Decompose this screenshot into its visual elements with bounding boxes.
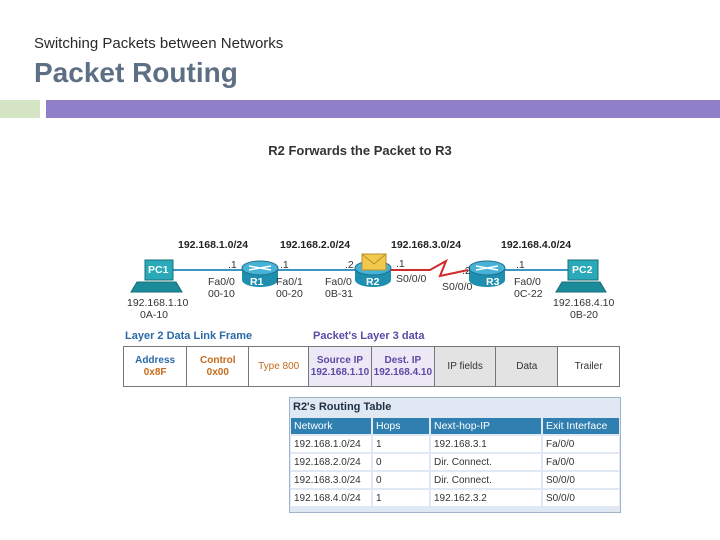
table-cell: 192.168.2.0/24 <box>291 454 371 470</box>
table-row: 192.168.3.0/24 0 Dir. Connect. S0/0/0 <box>291 472 619 488</box>
network-2-label: 192.168.2.0/24 <box>280 239 351 251</box>
router-r2-name: R2 <box>366 276 380 288</box>
table-cell: 0 <box>373 454 429 470</box>
frame-address-cell: Address 0x8F <box>122 346 188 387</box>
frame-address-value: 0x8F <box>143 366 167 378</box>
frame-source-cell: Source IP 192.168.1.10 <box>308 346 372 387</box>
table-cell: 192.168.3.1 <box>431 436 541 452</box>
table-row: 192.168.1.0/24 1 192.168.3.1 Fa/0/0 <box>291 436 619 452</box>
diagram-title: R2 Forwards the Packet to R3 <box>268 143 452 158</box>
pc2-icon <box>555 259 607 293</box>
table-cell: 0 <box>373 472 429 488</box>
frame-source-value: 192.168.1.10 <box>310 366 370 378</box>
table-cell: Dir. Connect. <box>431 454 541 470</box>
router-r1-icon <box>241 260 279 287</box>
pc2-mac: 0B-20 <box>570 309 599 321</box>
r2-left-mac: 0B-31 <box>325 288 354 300</box>
slide-title: Packet Routing <box>34 57 238 88</box>
r3-left-host: .2 <box>462 265 471 277</box>
column-header: Exit Interface <box>543 418 619 434</box>
frame-data-cell: Data <box>495 346 559 387</box>
table-cell: 1 <box>373 436 429 452</box>
router-r3-icon <box>468 260 506 287</box>
routing-table-header: Network Hops Next-hop-IP Exit Interface <box>291 418 619 434</box>
pc1-name: PC1 <box>148 264 169 276</box>
r3-right-host: .1 <box>516 259 525 271</box>
accent-bar-left <box>0 100 40 118</box>
router-r3-name: R3 <box>486 276 500 288</box>
table-cell: 192.168.1.0/24 <box>291 436 371 452</box>
frame-dest-label: Dest. IP <box>384 354 422 366</box>
table-cell: 1 <box>373 490 429 506</box>
slide-subtitle: Switching Packets between Networks <box>34 35 284 52</box>
r2-right-host: .1 <box>396 258 405 270</box>
r1-right-interface: Fa0/1 <box>276 276 303 288</box>
frame-ip-fields: IP fields <box>447 360 483 372</box>
routing-table-title: R2's Routing Table <box>293 401 392 413</box>
r3-right-mac: 0C-22 <box>514 288 543 300</box>
frame-address-label: Address <box>135 354 176 366</box>
column-header: Network <box>291 418 371 434</box>
network-3-label: 192.168.3.0/24 <box>391 239 462 251</box>
layer2-frame-label: Layer 2 Data Link Frame <box>125 330 253 342</box>
frame-strip: Address 0x8F Control 0x00 Type 800 Sourc… <box>122 346 620 387</box>
table-cell: 192.162.3.2 <box>431 490 541 506</box>
frame-trailer: Trailer <box>574 360 603 372</box>
envelope-icon <box>361 253 387 271</box>
frame-control-cell: Control 0x00 <box>186 346 250 387</box>
table-cell: 192.168.4.0/24 <box>291 490 371 506</box>
table-cell: S0/0/0 <box>543 490 619 506</box>
pc1-ip: 192.168.1.10 <box>127 297 189 309</box>
frame-control-label: Control <box>200 354 236 366</box>
r3-right-interface: Fa0/0 <box>514 276 541 288</box>
pc2-ip: 192.168.4.10 <box>553 297 615 309</box>
accent-bar-right <box>46 100 720 118</box>
network-4-label: 192.168.4.0/24 <box>501 239 572 251</box>
frame-type-cell: Type 800 <box>248 346 310 387</box>
r2-left-interface: Fa0/0 <box>325 276 352 288</box>
column-header: Next-hop-IP <box>431 418 541 434</box>
table-cell: Dir. Connect. <box>431 472 541 488</box>
pc2-name: PC2 <box>572 264 593 276</box>
network-1-label: 192.168.1.0/24 <box>178 239 249 251</box>
layer3-data-label: Packet's Layer 3 data <box>313 330 425 342</box>
frame-data: Data <box>516 360 538 372</box>
table-row: 192.168.4.0/24 1 192.162.3.2 S0/0/0 <box>291 490 619 506</box>
r1-right-mac: 00-20 <box>276 288 303 300</box>
frame-control-value: 0x00 <box>206 366 229 378</box>
router-r1-name: R1 <box>250 276 264 288</box>
serial-link-r2-r3 <box>388 258 469 278</box>
frame-source-label: Source IP <box>316 354 364 366</box>
routing-table: Network Hops Next-hop-IP Exit Interface … <box>289 416 621 508</box>
frame-trailer-cell: Trailer <box>557 346 620 387</box>
frame-dest-cell: Dest. IP 192.168.4.10 <box>370 346 435 387</box>
frame-type: Type 800 <box>258 360 300 372</box>
column-header: Hops <box>373 418 429 434</box>
r1-left-interface: Fa0/0 <box>208 276 235 288</box>
r1-left-host: .1 <box>228 259 237 271</box>
r2-right-interface: S0/0/0 <box>396 273 427 285</box>
table-cell: Fa/0/0 <box>543 454 619 470</box>
pc1-icon <box>130 259 183 293</box>
r1-left-mac: 00-10 <box>208 288 235 300</box>
table-cell: Fa/0/0 <box>543 436 619 452</box>
r3-left-interface: S0/0/0 <box>442 281 473 293</box>
table-cell: S0/0/0 <box>543 472 619 488</box>
r2-left-host: .2 <box>345 259 354 271</box>
frame-dest-value: 192.168.4.10 <box>373 366 433 378</box>
pc1-mac: 0A-10 <box>140 309 169 321</box>
table-row: 192.168.2.0/24 0 Dir. Connect. Fa/0/0 <box>291 454 619 470</box>
frame-ip-fields-cell: IP fields <box>433 346 497 387</box>
r1-right-host: .1 <box>280 259 289 271</box>
table-cell: 192.168.3.0/24 <box>291 472 371 488</box>
